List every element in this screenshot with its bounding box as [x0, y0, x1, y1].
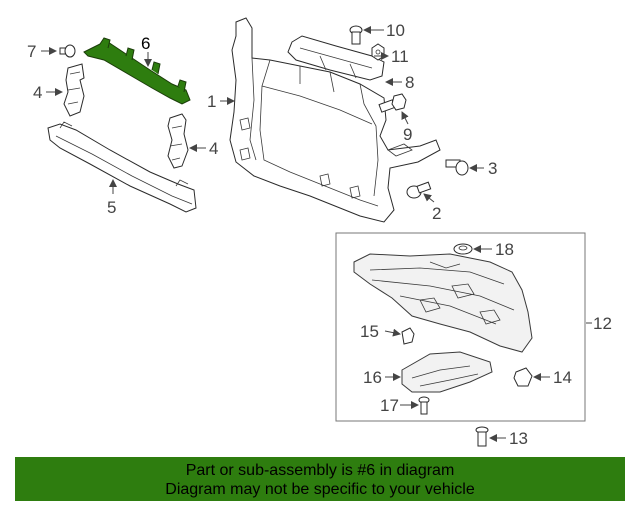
label-1: 1	[207, 92, 216, 111]
banner-line-2: Diagram may not be specific to your vehi…	[165, 481, 475, 498]
part-9-bolt[interactable]	[378, 93, 407, 113]
label-18: 18	[495, 240, 514, 259]
label-3: 3	[488, 159, 497, 178]
part-12-under-cover[interactable]	[353, 253, 533, 353]
label-5: 5	[107, 198, 116, 217]
label-9: 9	[403, 125, 412, 144]
part-10-bolt[interactable]	[349, 25, 363, 45]
part-6-bracket[interactable]	[83, 37, 191, 105]
callout-labels: 6 7 4 4 5 1 10 11 8 9 3 2 18 12 15 16 14…	[27, 21, 612, 448]
label-15: 15	[360, 322, 379, 341]
part-4-left-bracket[interactable]	[63, 63, 85, 117]
part-8-cover[interactable]	[287, 35, 385, 81]
part-1-radiator-support[interactable]	[229, 17, 441, 223]
part-3-bolt[interactable]	[445, 159, 469, 176]
part-16-panel[interactable]	[401, 351, 493, 393]
label-16: 16	[363, 368, 382, 387]
part-5-beam[interactable]	[47, 121, 197, 213]
leader-lines	[41, 26, 592, 442]
label-10: 10	[386, 21, 405, 40]
part-11-nut[interactable]	[371, 43, 385, 61]
part-12-group-box	[335, 232, 586, 422]
label-4-right: 4	[209, 139, 218, 158]
part-7-bolt[interactable]	[59, 44, 76, 58]
label-8: 8	[405, 73, 414, 92]
part-2-bolt[interactable]	[406, 181, 432, 199]
label-4-left: 4	[33, 83, 42, 102]
label-14: 14	[553, 368, 572, 387]
part-18-washer[interactable]	[453, 243, 473, 255]
label-2: 2	[432, 204, 441, 223]
parts-diagram: 6 7 4 4 5 1 10 11 8 9 3 2 18 12 15 16 14…	[27, 17, 612, 448]
part-13-bolt[interactable]	[475, 426, 489, 447]
part-4-right-bracket[interactable]	[167, 113, 189, 169]
part-15-clip[interactable]	[401, 327, 415, 345]
banner-line-1: Part or sub-assembly is #6 in diagram	[185, 462, 455, 479]
info-banner: Part or sub-assembly is #6 in diagram Di…	[15, 457, 625, 501]
label-12: 12	[593, 314, 612, 333]
label-7: 7	[27, 42, 36, 61]
label-13: 13	[509, 429, 528, 448]
part-14-clip[interactable]	[513, 367, 533, 387]
part-17-bolt[interactable]	[418, 396, 430, 415]
label-11: 11	[391, 47, 409, 66]
label-17: 17	[380, 396, 399, 415]
label-6: 6	[141, 34, 150, 53]
